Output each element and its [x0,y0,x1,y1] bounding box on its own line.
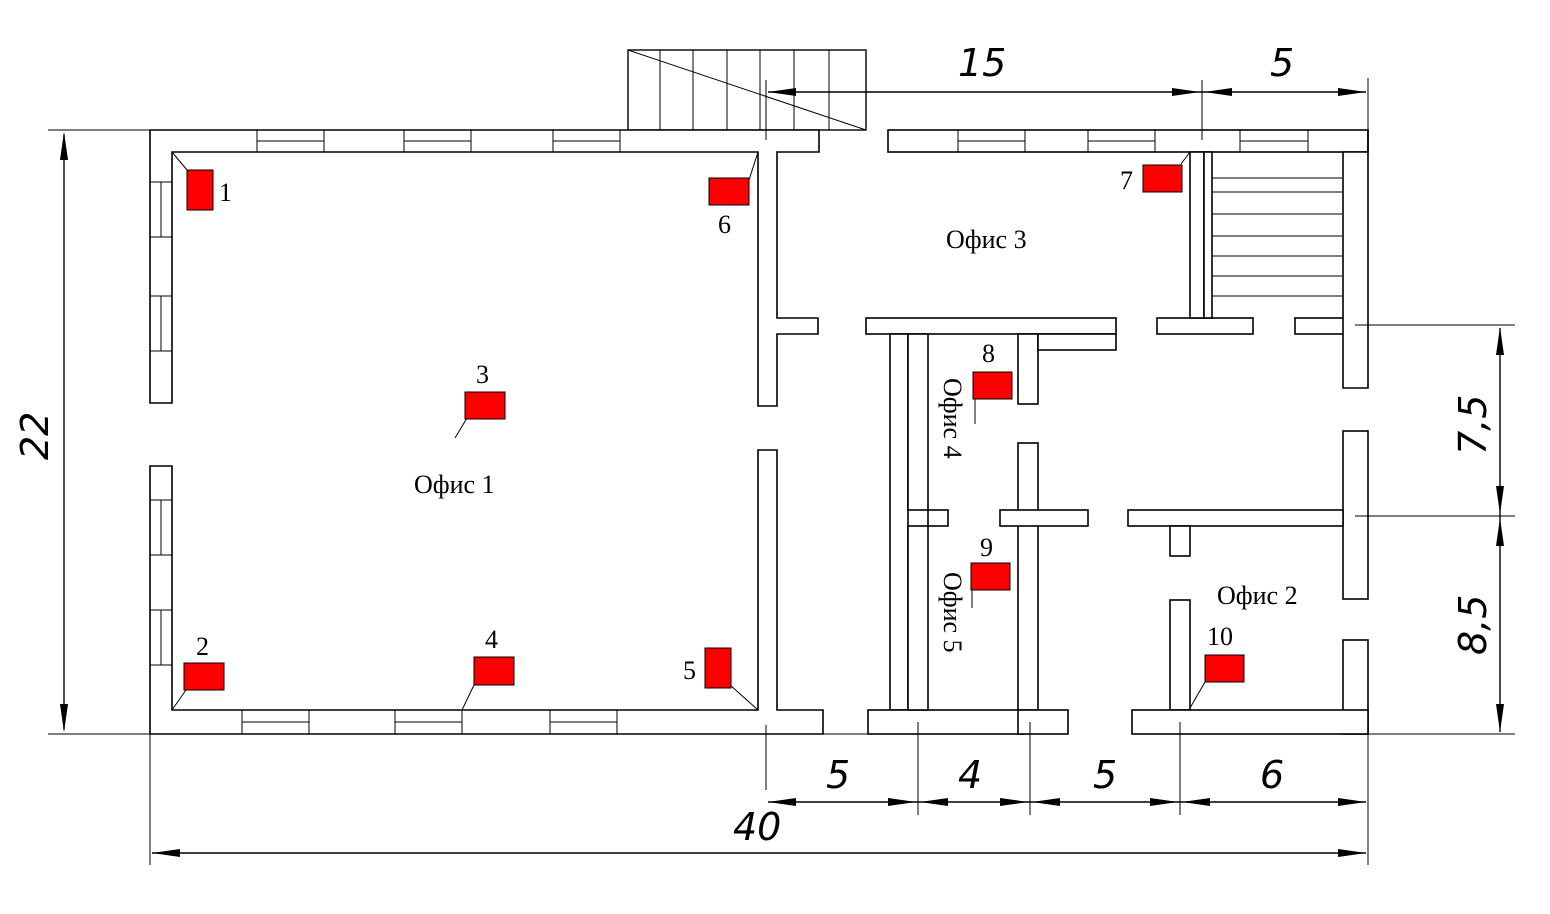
sensor-label-2: 2 [196,632,209,661]
sensor-label-1: 1 [219,178,232,207]
room-office2: Офис 2 [1217,581,1298,610]
sensor-label-6: 6 [718,210,731,239]
sensor-labels: 1 2 3 4 5 6 7 8 9 10 [196,166,1233,685]
sensor-label-5: 5 [683,656,696,685]
dim-bottom-3: 5 [1093,753,1117,797]
room-office5: Офис 5 [938,572,967,653]
dim-total-width: 40 [733,805,781,849]
room-office1: Офис 1 [414,470,495,499]
sensor-5 [704,647,732,689]
dim-bottom-1: 5 [826,753,850,797]
sensor-label-10: 10 [1207,622,1233,651]
sensor-label-8: 8 [982,339,995,368]
sensor-1 [186,169,214,211]
sensor-label-3: 3 [476,360,489,389]
walls [149,129,1369,735]
room-office4: Офис 4 [938,378,967,459]
sensor-label-4: 4 [485,625,498,654]
dim-top-left: 15 [958,41,1006,85]
dim-bottom-2: 4 [958,753,982,797]
dim-left-height: 22 [13,412,57,460]
dim-bottom-4: 6 [1260,753,1284,797]
sensor-2 [183,662,225,691]
sensor-9 [970,562,1011,591]
dim-right-upper: 7,5 [1451,395,1495,455]
sensors [183,164,1245,691]
sensor-8 [972,371,1013,400]
sensor-3 [464,391,506,420]
sensor-6 [708,177,750,206]
sensor-label-9: 9 [980,533,993,562]
sensor-4 [473,656,515,686]
dimension-lines [48,78,1515,865]
sensor-label-7: 7 [1120,166,1133,195]
room-labels: Офис 1 Офис 3 Офис 2 Офис 4 Офис 5 [414,225,1298,653]
sensor-7 [1142,164,1183,193]
dimension-labels: 15 5 22 7,5 8,5 5 4 5 6 40 [13,41,1495,849]
staircase-inside [1212,177,1342,297]
room-office3: Офис 3 [946,225,1027,254]
sensor-leaders [171,151,1206,711]
sensor-10 [1204,654,1245,683]
dim-right-lower: 8,5 [1451,595,1495,655]
staircase-outside [627,49,867,131]
dim-top-right: 5 [1270,41,1294,85]
